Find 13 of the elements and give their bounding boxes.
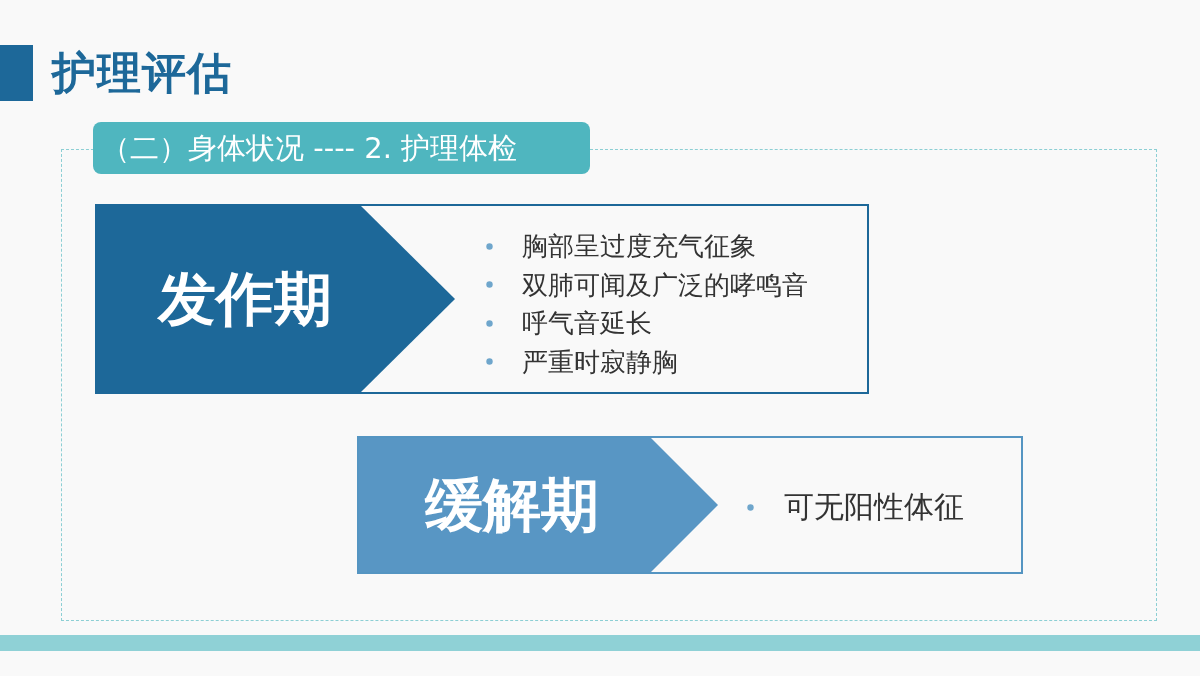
finding-text: 严重时寂静胸 [522, 345, 678, 379]
finding-text: 可无阳性体征 [784, 488, 964, 526]
finding-text: 双肺可闻及广泛的哮鸣音 [522, 268, 808, 302]
stage-title: 发作期 [156, 264, 333, 335]
findings-box [95, 204, 869, 394]
section-tab: （二）身体状况 ---- 2. 护理体检 [93, 122, 590, 174]
chevron-banner [359, 438, 718, 572]
finding-text: 呼气音延长 [522, 307, 652, 340]
stage-title: 缓解期 [423, 470, 600, 541]
chevron-banner [97, 206, 455, 392]
slide-title: 护理评估 [52, 46, 232, 100]
findings-box [357, 436, 1023, 574]
finding-text: 胸部呈过度充气征象 [522, 230, 756, 263]
